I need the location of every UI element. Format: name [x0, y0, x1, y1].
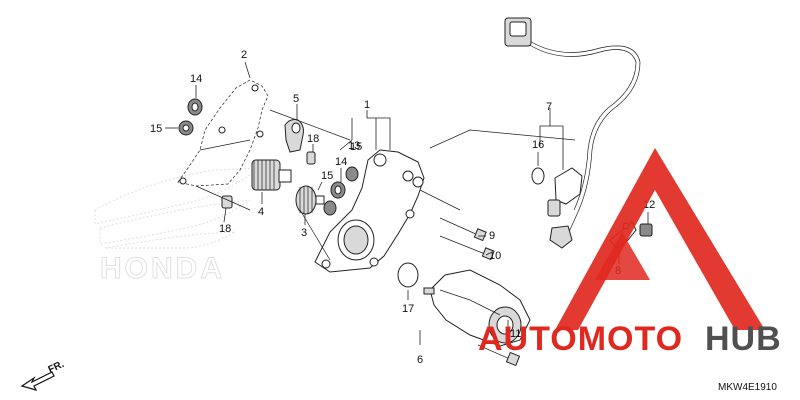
callout-15-left: 15: [150, 123, 162, 135]
bolt-11-part: [477, 344, 521, 367]
dowel-pin-18-upper: [306, 151, 316, 165]
honda-wing-logo: HONDA: [94, 167, 262, 286]
front-direction-label: FR.: [47, 359, 66, 376]
leader-lines: [165, 61, 649, 345]
diagram-code: MKW4E1910: [718, 382, 777, 393]
callout-4: 4: [258, 206, 264, 218]
shift-arm-5-part: [284, 119, 304, 153]
o-ring-16-part: [531, 167, 545, 185]
callout-5: 5: [293, 93, 299, 105]
callout-13: 13: [348, 140, 360, 152]
oil-seal-15-left: [178, 120, 194, 136]
bolt-10-part: [439, 235, 495, 261]
callout-14-left: 14: [190, 73, 202, 85]
bolt-12-part: [639, 223, 653, 237]
callout-15-mid: 15: [350, 141, 362, 153]
callout-labels: 1 2 3 4 5 6 7 8 9 10 11 12 13 14 14 15 1…: [150, 49, 655, 366]
o-ring-17-part: [397, 262, 419, 288]
cover-1-part: [314, 149, 425, 273]
callout-3: 3: [301, 227, 307, 239]
motor-6-part: [423, 269, 531, 347]
callout-9: 9: [489, 230, 495, 242]
watermark-word-1: AUTOMOTO: [478, 320, 683, 358]
gear-4-part: [251, 159, 292, 191]
bolt-9-part: [439, 217, 487, 242]
bearing-14-left: [187, 98, 203, 116]
callout-7: 7: [546, 101, 552, 113]
sensor-7-part: [504, 17, 641, 249]
bearing-14-right: [330, 181, 346, 199]
callout-10: 10: [489, 250, 501, 262]
oil-seal-15-right: [345, 166, 359, 182]
callout-14-right: 14: [335, 156, 347, 168]
callout-17: 17: [402, 303, 414, 315]
callout-11: 11: [510, 328, 521, 340]
callout-2: 2: [241, 49, 247, 61]
callout-15-low: 15: [321, 170, 333, 182]
honda-logo-text: HONDA: [100, 252, 225, 285]
watermark: AUTOMOTO HUB: [478, 148, 782, 358]
callout-18-upper: 18: [307, 133, 319, 145]
callout-16: 16: [532, 139, 544, 151]
callout-6: 6: [417, 354, 423, 366]
front-direction-arrow-icon: FR.: [20, 359, 66, 391]
callout-18-lower: 18: [219, 223, 231, 235]
dowel-pin-18-lower: [221, 195, 233, 209]
watermark-word-2: HUB: [705, 320, 782, 358]
callout-1: 1: [364, 99, 370, 111]
gasket-part: [177, 79, 269, 187]
gear-3-part: [295, 185, 337, 216]
